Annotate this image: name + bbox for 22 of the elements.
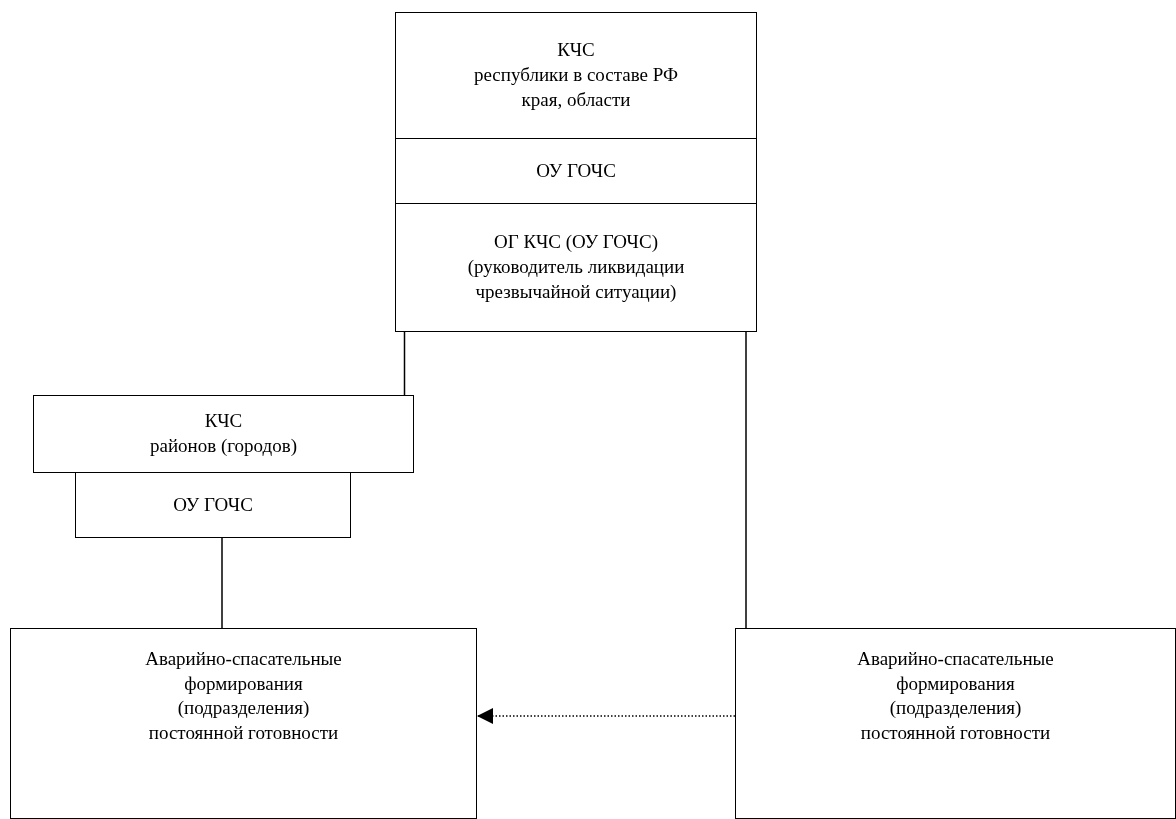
org-box bbox=[395, 138, 757, 204]
box-text: КЧС bbox=[204, 409, 243, 434]
box-text: Аварийно-спасательные формирования (подразделения) постоянной готовности bbox=[856, 647, 1055, 746]
box-text: республики в составе РФ bbox=[473, 63, 679, 88]
box-text: Аварийно-спасательные формирования (подразделения) постоянной готовности bbox=[144, 647, 343, 746]
org-box bbox=[75, 472, 351, 538]
box-text: районов (городов) bbox=[149, 434, 298, 458]
box-text: ОУ ГОЧС bbox=[173, 492, 253, 517]
box-text: (руководитель ликвидации чрезвычайной ситуации) bbox=[466, 255, 686, 304]
org-box bbox=[10, 628, 477, 819]
connector-line bbox=[745, 331, 747, 629]
box-text: ОУ ГОЧС bbox=[536, 158, 616, 183]
org-box bbox=[395, 12, 757, 139]
connector-line bbox=[403, 331, 406, 396]
box-text: ОГ КЧС (ОУ ГОЧС) bbox=[494, 230, 658, 255]
org-box bbox=[395, 203, 757, 332]
box-text: КЧС bbox=[557, 38, 595, 63]
box-text: края, области bbox=[521, 87, 631, 112]
org-box bbox=[735, 628, 1176, 819]
arrow bbox=[476, 708, 736, 724]
org-box bbox=[33, 395, 414, 473]
connector-line bbox=[221, 537, 223, 629]
